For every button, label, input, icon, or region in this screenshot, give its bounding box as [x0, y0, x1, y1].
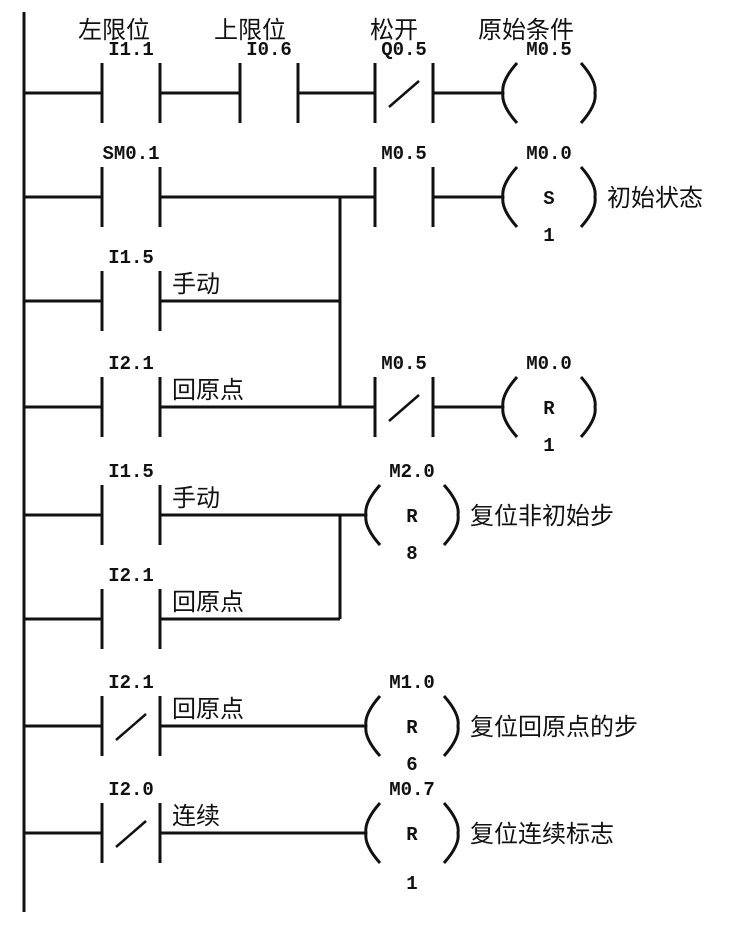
coil-left-paren	[501, 62, 519, 124]
normally-closed-slash	[388, 394, 420, 422]
coil-comment: 初始状态	[607, 184, 703, 212]
coil-instruction: R	[406, 824, 418, 846]
coil-address: M2.0	[389, 461, 435, 483]
coil-comment: 复位非初始步	[470, 502, 614, 530]
coil-right-paren	[442, 484, 460, 546]
coil-address: M0.5	[526, 39, 572, 61]
contact-comment: 上限位	[214, 16, 286, 44]
contact-address: Q0.5	[381, 39, 427, 61]
contact-address: I2.1	[108, 672, 154, 694]
contact-comment: 手动	[172, 270, 220, 298]
contact-comment: 松开	[370, 16, 418, 44]
coil-left-paren	[364, 484, 382, 546]
contact-address: M0.5	[381, 353, 427, 375]
coil-count: 1	[543, 225, 554, 247]
contact-comment: 回原点	[172, 695, 244, 723]
normally-closed-slash	[115, 713, 147, 741]
contact-comment: 左限位	[78, 16, 150, 44]
coil-count: 6	[406, 754, 417, 776]
coil-count: 1	[543, 435, 554, 457]
coil-right-paren	[442, 802, 460, 864]
coil-left-paren	[364, 695, 382, 757]
coil-right-paren	[579, 376, 597, 438]
contact-address: I2.1	[108, 565, 154, 587]
coil-comment: 复位回原点的步	[470, 713, 638, 741]
contact-address: M0.5	[381, 143, 427, 165]
normally-closed-slash	[388, 80, 420, 108]
coil-left-paren	[501, 166, 519, 228]
contact-comment: 回原点	[172, 588, 244, 616]
coil-left-paren	[501, 376, 519, 438]
contact-comment: 回原点	[172, 376, 244, 404]
contact-address: I1.5	[108, 461, 154, 483]
coil-address: M1.0	[389, 672, 435, 694]
coil-right-paren	[579, 62, 597, 124]
contact-address: SM0.1	[102, 143, 159, 165]
coil-instruction: R	[406, 506, 418, 528]
coil-comment: 复位连续标志	[470, 820, 614, 848]
coil-address: M0.7	[389, 779, 435, 801]
contact-address: I1.1	[108, 39, 154, 61]
coil-instruction: S	[543, 188, 554, 210]
contact-address: I0.6	[246, 39, 292, 61]
coil-right-paren	[442, 695, 460, 757]
coil-comment: 原始条件	[478, 16, 574, 44]
contact-address: I1.5	[108, 247, 154, 269]
contact-comment: 连续	[172, 802, 220, 830]
contact-address: I2.0	[108, 779, 154, 801]
normally-closed-slash	[115, 820, 147, 848]
contact-address: I2.1	[108, 353, 154, 375]
coil-count: 8	[406, 543, 417, 565]
contact-comment: 手动	[172, 484, 220, 512]
coil-instruction: R	[543, 398, 555, 420]
coil-address: M0.0	[526, 143, 572, 165]
coil-instruction: R	[406, 717, 418, 739]
coil-count: 1	[406, 873, 417, 895]
coil-left-paren	[364, 802, 382, 864]
coil-right-paren	[579, 166, 597, 228]
coil-address: M0.0	[526, 353, 572, 375]
